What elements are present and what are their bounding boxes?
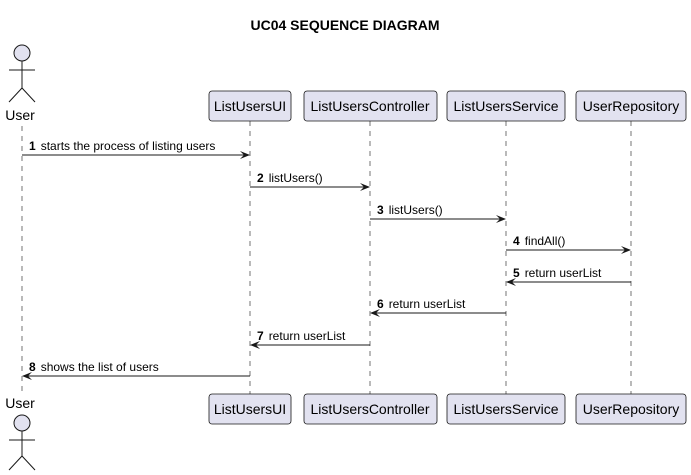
message-number: 8 <box>29 360 36 374</box>
message-label: 1 starts the process of listing users <box>29 139 215 153</box>
message-2: 2 listUsers() <box>250 171 370 191</box>
message-text: return userList <box>389 297 466 311</box>
actor-label-top: User <box>5 107 35 123</box>
arrowhead-icon <box>360 183 370 191</box>
arrowhead-icon <box>506 278 516 286</box>
message-label: 5 return userList <box>513 266 602 280</box>
message-5: 5 return userList <box>506 266 631 286</box>
svg-text:ListUsersUI: ListUsersUI <box>214 98 286 114</box>
message-text: return userList <box>525 266 602 280</box>
participant-list-users-controller-bottom: ListUsersController <box>303 393 438 425</box>
participant-list-users-service-top: ListUsersService <box>446 90 566 122</box>
participant-user-repository-top: UserRepository <box>575 90 687 122</box>
message-number: 2 <box>257 171 264 185</box>
message-text: return userList <box>269 329 346 343</box>
message-8: 8 shows the list of users <box>22 360 250 380</box>
participant-list-users-service-bottom: ListUsersService <box>446 393 566 425</box>
message-7: 7 return userList <box>250 329 370 349</box>
svg-text:ListUsersService: ListUsersService <box>453 401 558 417</box>
message-number: 6 <box>377 297 384 311</box>
svg-text:ListUsersController: ListUsersController <box>310 98 429 114</box>
participant-list-users-ui-top: ListUsersUI <box>208 90 292 122</box>
actor-head-icon <box>13 414 31 432</box>
message-1: 1 starts the process of listing users <box>22 139 250 159</box>
svg-text:ListUsersController: ListUsersController <box>310 401 429 417</box>
svg-text:ListUsersService: ListUsersService <box>453 98 558 114</box>
participant-user-repository-bottom: UserRepository <box>575 393 687 425</box>
actor-label-bottom: User <box>5 395 35 411</box>
message-6: 6 return userList <box>370 297 506 317</box>
message-number: 5 <box>513 266 520 280</box>
message-label: 7 return userList <box>257 329 346 343</box>
arrowhead-icon <box>496 215 506 223</box>
arrowhead-icon <box>250 341 260 349</box>
actor-user-bottom: User <box>5 395 36 471</box>
arrowhead-icon <box>22 372 32 380</box>
message-text: shows the list of users <box>41 360 159 374</box>
arrowhead-icon <box>240 151 250 159</box>
message-3: 3 listUsers() <box>370 203 506 223</box>
message-number: 4 <box>513 234 520 248</box>
message-text: listUsers() <box>269 171 323 185</box>
message-number: 3 <box>377 203 384 217</box>
message-label: 6 return userList <box>377 297 466 311</box>
message-label: 4 findAll() <box>513 234 565 248</box>
message-text: listUsers() <box>389 203 443 217</box>
messages: 1 starts the process of listing users 2 lis… <box>22 139 631 380</box>
arrowhead-icon <box>370 309 380 317</box>
message-label: 8 shows the list of users <box>29 360 159 374</box>
message-4: 4 findAll() <box>506 234 631 254</box>
lifelines <box>21 121 632 396</box>
svg-text:UserRepository: UserRepository <box>583 98 679 114</box>
message-label: 3 listUsers() <box>377 203 443 217</box>
svg-text:UserRepository: UserRepository <box>583 401 679 417</box>
message-label: 2 listUsers() <box>257 171 323 185</box>
message-text: findAll() <box>525 234 566 248</box>
message-text: starts the process of listing users <box>41 139 216 153</box>
actor-user-top: User <box>5 44 36 123</box>
arrowhead-icon <box>621 246 631 254</box>
message-number: 1 <box>29 139 36 153</box>
actor-head-icon <box>13 44 31 62</box>
participant-list-users-ui-bottom: ListUsersUI <box>208 393 292 425</box>
message-number: 7 <box>257 329 264 343</box>
participant-list-users-controller-top: ListUsersController <box>303 90 438 122</box>
diagram-title: UC04 SEQUENCE DIAGRAM <box>250 17 439 33</box>
svg-text:ListUsersUI: ListUsersUI <box>214 401 286 417</box>
